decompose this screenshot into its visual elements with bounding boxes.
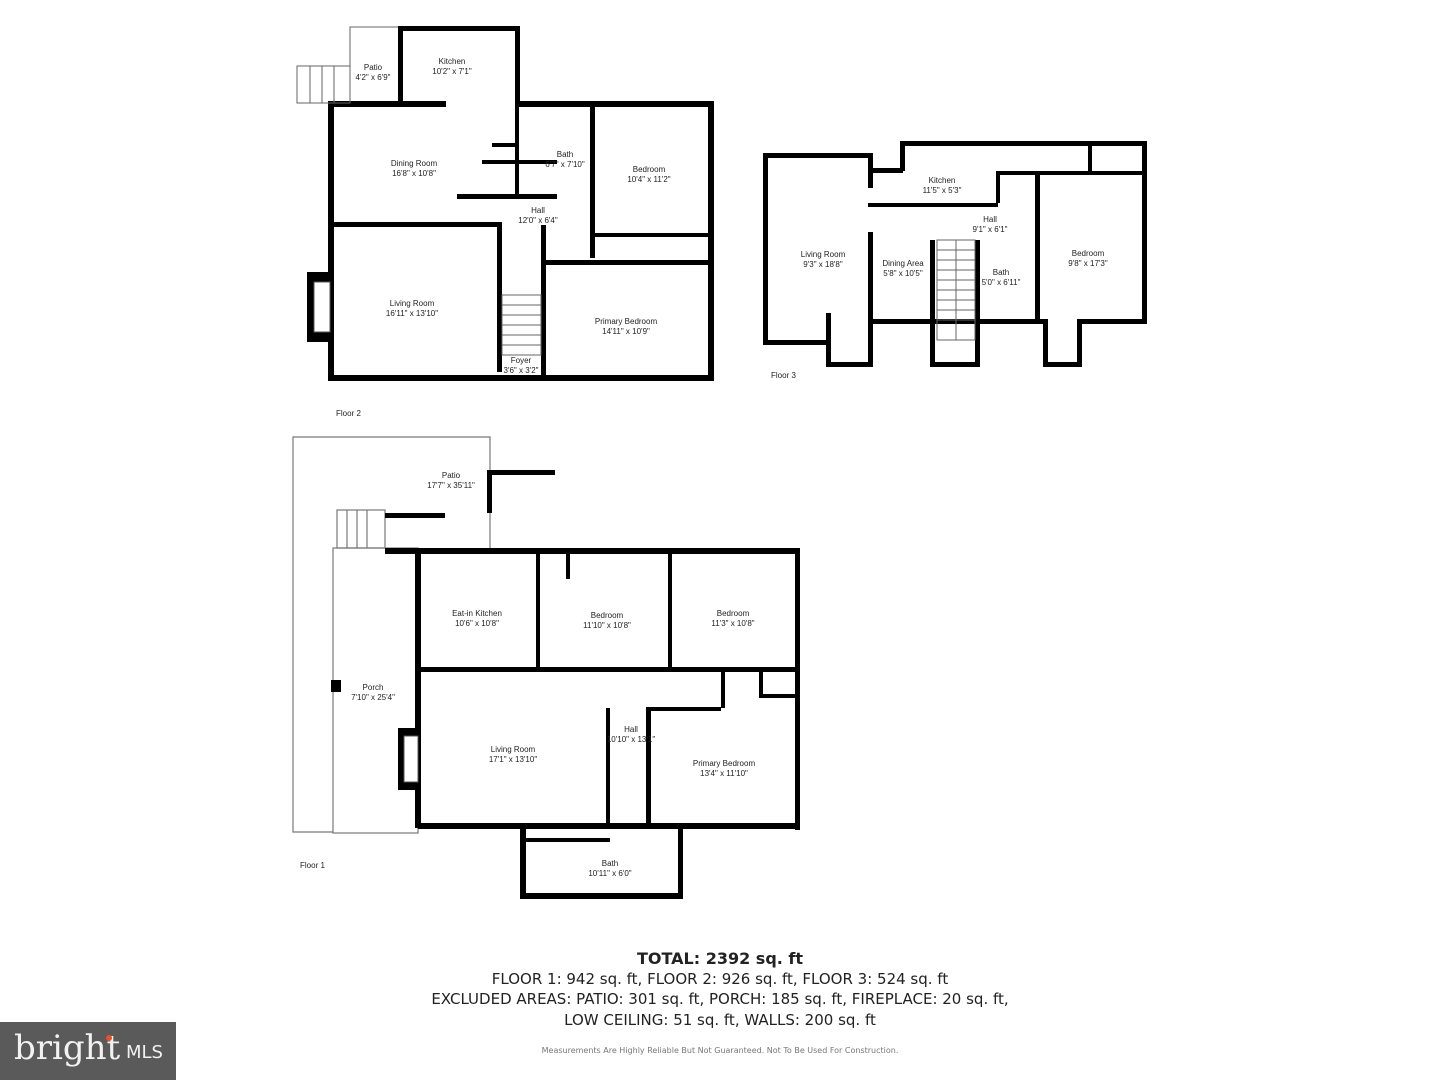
excluded-areas-line-1: EXCLUDED AREAS: PATIO: 301 sq. ft, PORCH… (431, 990, 1009, 1008)
floor-1-label: Floor 1 (300, 861, 325, 870)
fireplace-floor1 (403, 735, 419, 783)
excluded-areas-line-2: LOW CEILING: 51 sq. ft, WALLS: 200 sq. f… (564, 1011, 876, 1029)
bright-mls-logo: bright MLS (0, 1022, 176, 1080)
logo-brand: bright (14, 1028, 121, 1068)
logo-spark-icon (106, 1035, 112, 1041)
fireplace-floor2 (313, 281, 331, 333)
floor-3-label: Floor 3 (771, 371, 796, 380)
floor1-patio-porch-outline (292, 436, 491, 834)
floor2-walls (307, 26, 714, 381)
floor3-walls (763, 141, 1147, 367)
floor-areas: FLOOR 1: 942 sq. ft, FLOOR 2: 926 sq. ft… (491, 970, 949, 988)
floor2-patio-stairs (296, 26, 542, 356)
logo-suffix: MLS (126, 1042, 163, 1063)
floor3-stairs (936, 239, 976, 341)
floor1-walls (331, 470, 800, 899)
total-area: TOTAL: 2392 sq. ft (636, 949, 804, 968)
disclaimer: Measurements Are Highly Reliable But Not… (541, 1046, 899, 1055)
floor-2-label: Floor 2 (336, 409, 361, 418)
